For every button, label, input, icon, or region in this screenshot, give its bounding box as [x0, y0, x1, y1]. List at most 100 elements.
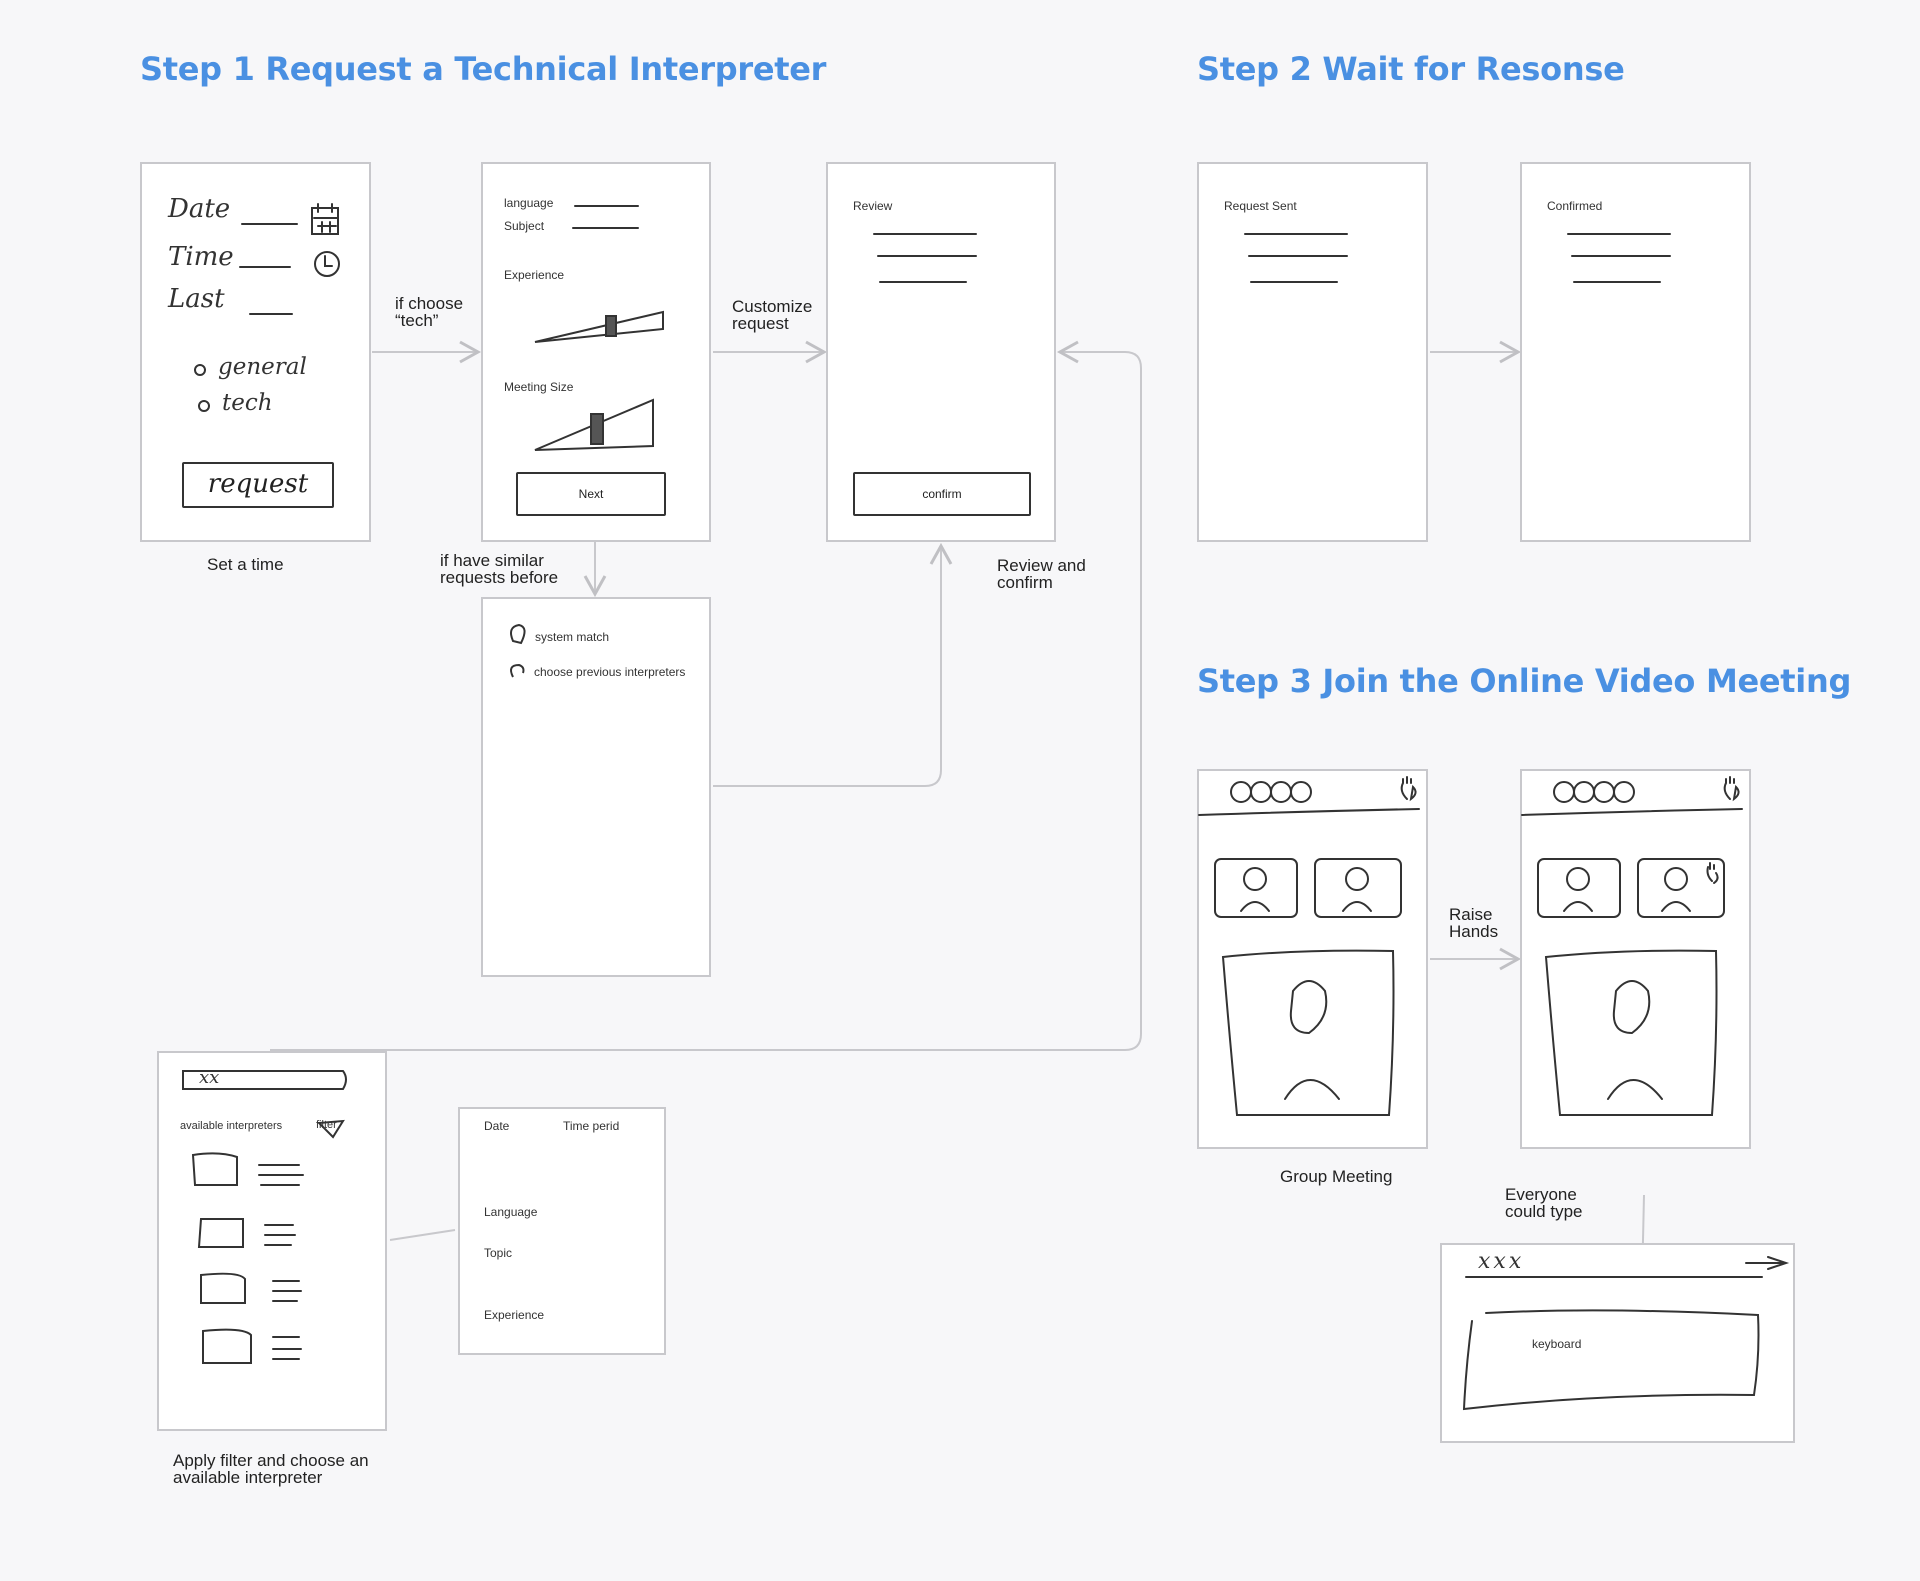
video-tile-1 [1537, 858, 1621, 918]
radio-general [194, 364, 206, 376]
participant-dot-icon [1290, 781, 1312, 803]
match-sketch [510, 623, 526, 678]
caption-customize-1: Customize [732, 297, 813, 316]
caption-group-meeting: Group Meeting [1280, 1167, 1393, 1186]
keyboard-label[interactable]: keyboard [1532, 1337, 1582, 1351]
caption-if-choose-1: if choose [395, 294, 464, 313]
raise-hands-sketch [1521, 776, 1743, 1116]
time-label: Time [168, 242, 234, 272]
filter-label[interactable]: filter [316, 1119, 337, 1131]
screen-keyboard: xxx keyboard [1440, 1243, 1795, 1443]
caption-set-time: Set a time [207, 555, 284, 574]
typed-text[interactable]: xxx [1478, 1249, 1525, 1274]
meeting-size-slider-thumb [590, 413, 604, 445]
available-interpreters-label: available interpreters [180, 1120, 283, 1132]
last-label: Last [168, 284, 225, 314]
option-general-label: general [218, 354, 307, 380]
confirmed-sketch [1567, 233, 1671, 283]
radio-system-match [510, 623, 526, 645]
step3-heading: Step 3 Join the Online Video Meeting [1197, 662, 1852, 700]
screen-filter: Date Time perid Language Topic Experienc… [458, 1107, 666, 1355]
screen-request-sent: Request Sent [1197, 162, 1428, 542]
review-title: Review [853, 199, 893, 213]
caption-if-choose-2: “tech” [395, 311, 439, 330]
screen-interpreter-list: xx available interpreters filter [157, 1051, 387, 1431]
filter-time-period-label: Time perid [563, 1119, 620, 1133]
toolbar-divider [1198, 808, 1420, 816]
set-time-sketch [194, 203, 340, 412]
screen-set-time: Date Time Last general tech request [140, 162, 371, 542]
raised-hand-icon [1706, 862, 1719, 884]
request-sent-title: Request Sent [1224, 199, 1297, 213]
raise-hand-icon [1723, 776, 1740, 802]
video-tile-2 [1314, 858, 1402, 918]
caption-review-confirm-1: Review and [997, 556, 1086, 575]
interpreter-row-1 [191, 1152, 304, 1186]
main-video-tile [1544, 949, 1718, 1116]
filter-language-label: Language [484, 1205, 538, 1219]
radio-previous-interpreters [510, 663, 525, 678]
toolbar-divider [1521, 808, 1743, 816]
interpreter-row-4 [202, 1328, 302, 1364]
arrow-match-to-review [713, 542, 953, 787]
send-arrow-icon [1745, 1256, 1790, 1270]
search-text[interactable]: xx [199, 1067, 220, 1088]
participant-dot-icon [1573, 781, 1595, 803]
participant-dot-icon [1593, 781, 1615, 803]
interpreter-row-2 [197, 1218, 296, 1248]
participant-dot-icon [1553, 781, 1575, 803]
interpreter-row-3 [200, 1272, 302, 1304]
participant-dot-icon [1230, 781, 1252, 803]
subject-label: Subject [504, 219, 545, 233]
keyboard-area [1462, 1309, 1760, 1411]
date-label: Date [168, 194, 231, 224]
step1-heading: Step 1 Request a Technical Interpreter [140, 50, 827, 88]
link-list-to-filter [389, 1229, 456, 1241]
confirmed-title: Confirmed [1547, 199, 1603, 213]
customize-sketch [534, 205, 664, 451]
previous-interpreters-option[interactable]: choose previous interpreters [534, 665, 686, 679]
video-tile-2 [1637, 858, 1725, 918]
caption-apply-filter-1: Apply filter and choose an [173, 1451, 369, 1470]
clock-icon [314, 251, 340, 277]
caption-apply-filter-2: available interpreter [173, 1468, 323, 1487]
caption-everyone-2: could type [1505, 1202, 1583, 1221]
caption-review-confirm-2: confirm [997, 573, 1053, 592]
screen-confirmed: Confirmed [1520, 162, 1751, 542]
screen-review: Review confirm [826, 162, 1056, 542]
group-meeting-sketch [1198, 776, 1420, 1116]
screen-customize: language Subject Experience Meeting Size… [481, 162, 711, 542]
main-video-tile [1221, 949, 1395, 1116]
experience-slider-thumb [605, 315, 617, 337]
screen-match: system match choose previous interpreter… [481, 597, 711, 977]
confirm-button[interactable]: confirm [853, 472, 1031, 516]
system-match-option[interactable]: system match [535, 630, 610, 644]
caption-similar-1: if have similar [440, 551, 544, 570]
request-sent-sketch [1244, 233, 1348, 283]
caption-raise-1: Raise [1449, 905, 1493, 924]
screen-raise-hands [1520, 769, 1751, 1149]
next-button[interactable]: Next [516, 472, 666, 516]
participant-dot-icon [1270, 781, 1292, 803]
caption-customize-2: request [732, 314, 789, 333]
caption-raise-2: Hands [1449, 922, 1499, 941]
experience-label: Experience [504, 268, 565, 282]
video-tile-1 [1214, 858, 1298, 918]
search-bar [182, 1070, 347, 1090]
request-button[interactable]: request [182, 462, 334, 508]
caption-similar-2: requests before [440, 568, 559, 587]
raise-hand-icon [1400, 776, 1417, 802]
option-tech-label: tech [222, 390, 273, 416]
radio-tech [198, 400, 210, 412]
participant-dot-icon [1250, 781, 1272, 803]
filter-date-label: Date [484, 1119, 510, 1133]
filter-experience-label: Experience [484, 1308, 545, 1322]
screen-group-meeting [1197, 769, 1428, 1149]
filter-icon [316, 1119, 345, 1139]
calendar-icon [311, 203, 339, 235]
arrow-list-to-review [270, 340, 1142, 1051]
caption-everyone-1: Everyone [1505, 1185, 1577, 1204]
filter-topic-label: Topic [484, 1246, 513, 1260]
step2-heading: Step 2 Wait for Resonse [1197, 50, 1625, 88]
participant-dot-icon [1613, 781, 1635, 803]
